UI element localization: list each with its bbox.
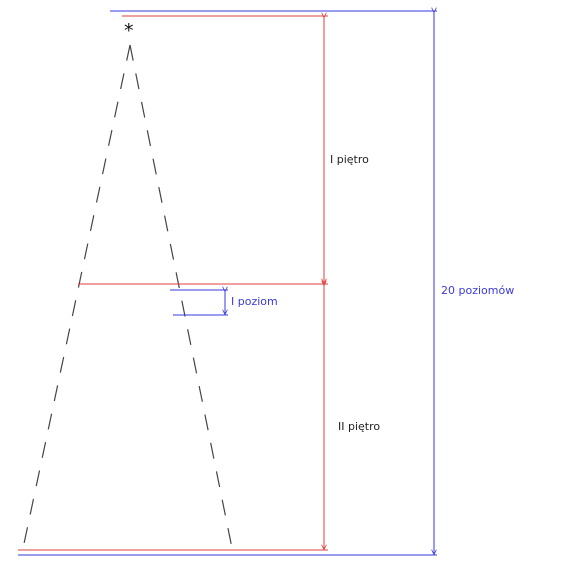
- floor-2-label: II piętro: [338, 420, 380, 433]
- tree-right-edge: [129, 44, 234, 554]
- floor-1-label: I piętro: [330, 153, 369, 166]
- tree-left-edge: [21, 44, 131, 554]
- apex-star: *: [124, 20, 134, 42]
- level-label: I poziom: [231, 295, 278, 308]
- total-levels-label: 20 poziomów: [441, 284, 514, 297]
